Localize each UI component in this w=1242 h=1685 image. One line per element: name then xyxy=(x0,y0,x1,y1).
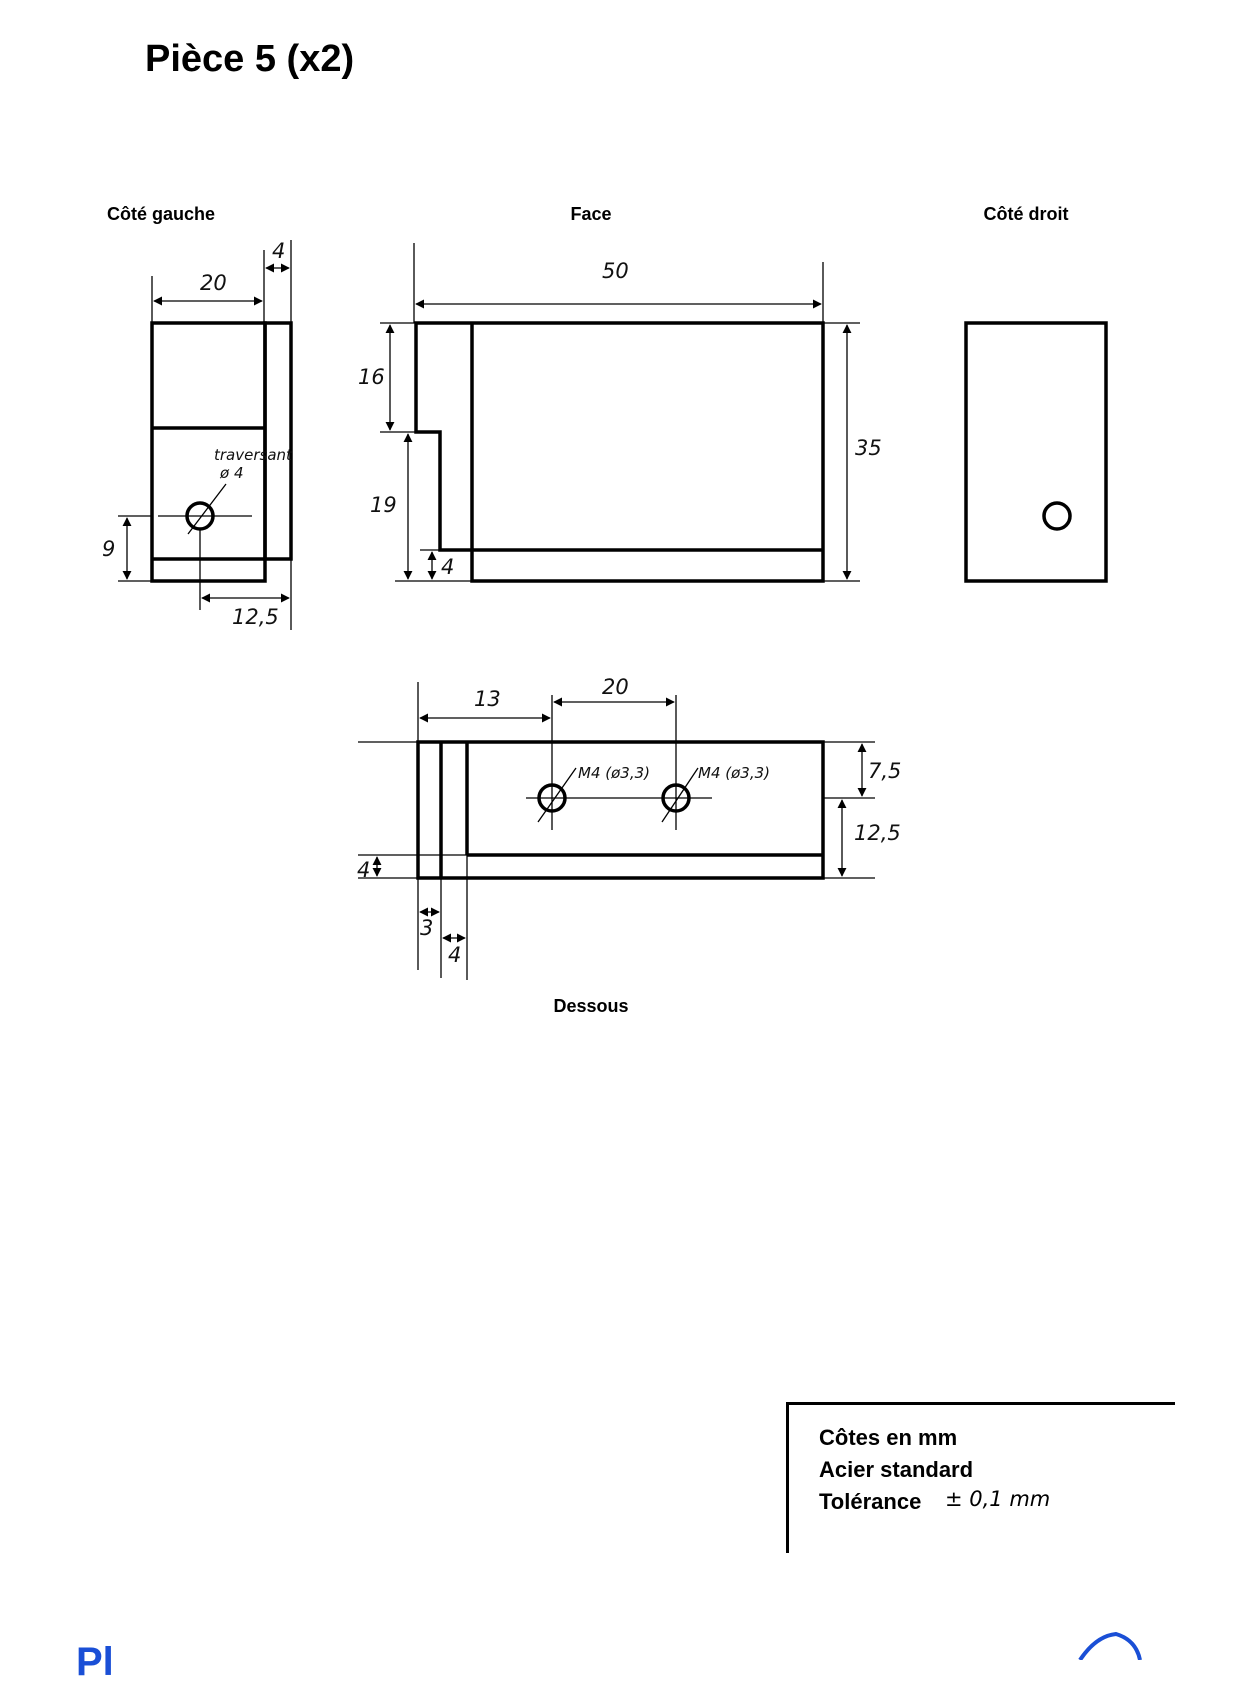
dim-left-hole-note-2: ø 4 xyxy=(219,464,244,482)
view-label-front: Face xyxy=(570,204,612,224)
front-view: 50 35 16 19 4 xyxy=(358,243,882,583)
dim-bottom-lip: 4 xyxy=(357,858,370,882)
dim-face-length: 50 xyxy=(602,259,629,283)
left-view-wall xyxy=(263,321,293,561)
dim-face-lower: 19 xyxy=(370,493,397,517)
dim-bottom-offset-top: 7,5 xyxy=(868,759,901,783)
view-label-bottom: Dessous xyxy=(553,996,629,1016)
right-view-body xyxy=(964,321,1108,583)
title-block-tolerance-label: Tolérance xyxy=(819,1489,922,1514)
dim-bottom-wall-1: 3 xyxy=(420,916,433,940)
dim-bottom-hole-2: M4 (ø3,3) xyxy=(698,764,770,782)
dim-bottom-hole-1-pos: 13 xyxy=(474,687,501,711)
hole-1-leader xyxy=(537,767,577,823)
share-icon[interactable] xyxy=(1078,1631,1142,1660)
left-view-hole-leader xyxy=(187,483,227,535)
title-block-units: Côtes en mm xyxy=(819,1425,958,1450)
right-view-hole xyxy=(1042,501,1072,531)
dim-bottom-offset-bottom: 12,5 xyxy=(854,821,901,845)
dim-left-thickness: 4 xyxy=(272,239,285,263)
dim-left-hole-note-1: traversant xyxy=(214,446,293,464)
dim-face-base: 4 xyxy=(441,555,454,579)
title-block-tolerance-value: ± 0,1 mm xyxy=(945,1487,1051,1511)
front-view-outline xyxy=(414,321,825,583)
dim-face-notch: 16 xyxy=(358,365,385,389)
dim-left-hole-offset: 12,5 xyxy=(232,605,279,629)
dim-bottom-hole-spacing: 20 xyxy=(602,675,629,699)
view-label-right-side: Côté droit xyxy=(983,204,1069,224)
title-block: Côtes en mm Acier standard Tolérance ± 0… xyxy=(786,1402,1175,1553)
left-side-view: 20 4 traversant ø 4 9 12,5 xyxy=(102,239,293,630)
view-label-left-side: Côté gauche xyxy=(106,204,216,224)
dim-left-width: 20 xyxy=(200,271,227,295)
hole-2-leader xyxy=(661,767,699,823)
right-side-view xyxy=(964,321,1108,583)
dim-bottom-wall-2: 4 xyxy=(448,943,461,967)
title-block-material: Acier standard xyxy=(819,1457,974,1482)
bottom-link-text[interactable]: Pl xyxy=(76,1640,114,1684)
dim-left-hole-height: 9 xyxy=(102,537,115,561)
bottom-view: 13 20 M4 (ø3,3) M4 (ø3,3) 7,5 12,5 4 3 4 xyxy=(357,675,901,980)
dim-bottom-hole-1: M4 (ø3,3) xyxy=(578,764,650,782)
page-title: Pièce 5 (x2) xyxy=(145,38,355,80)
bottom-view-body xyxy=(416,740,825,880)
dim-face-height: 35 xyxy=(855,436,882,460)
